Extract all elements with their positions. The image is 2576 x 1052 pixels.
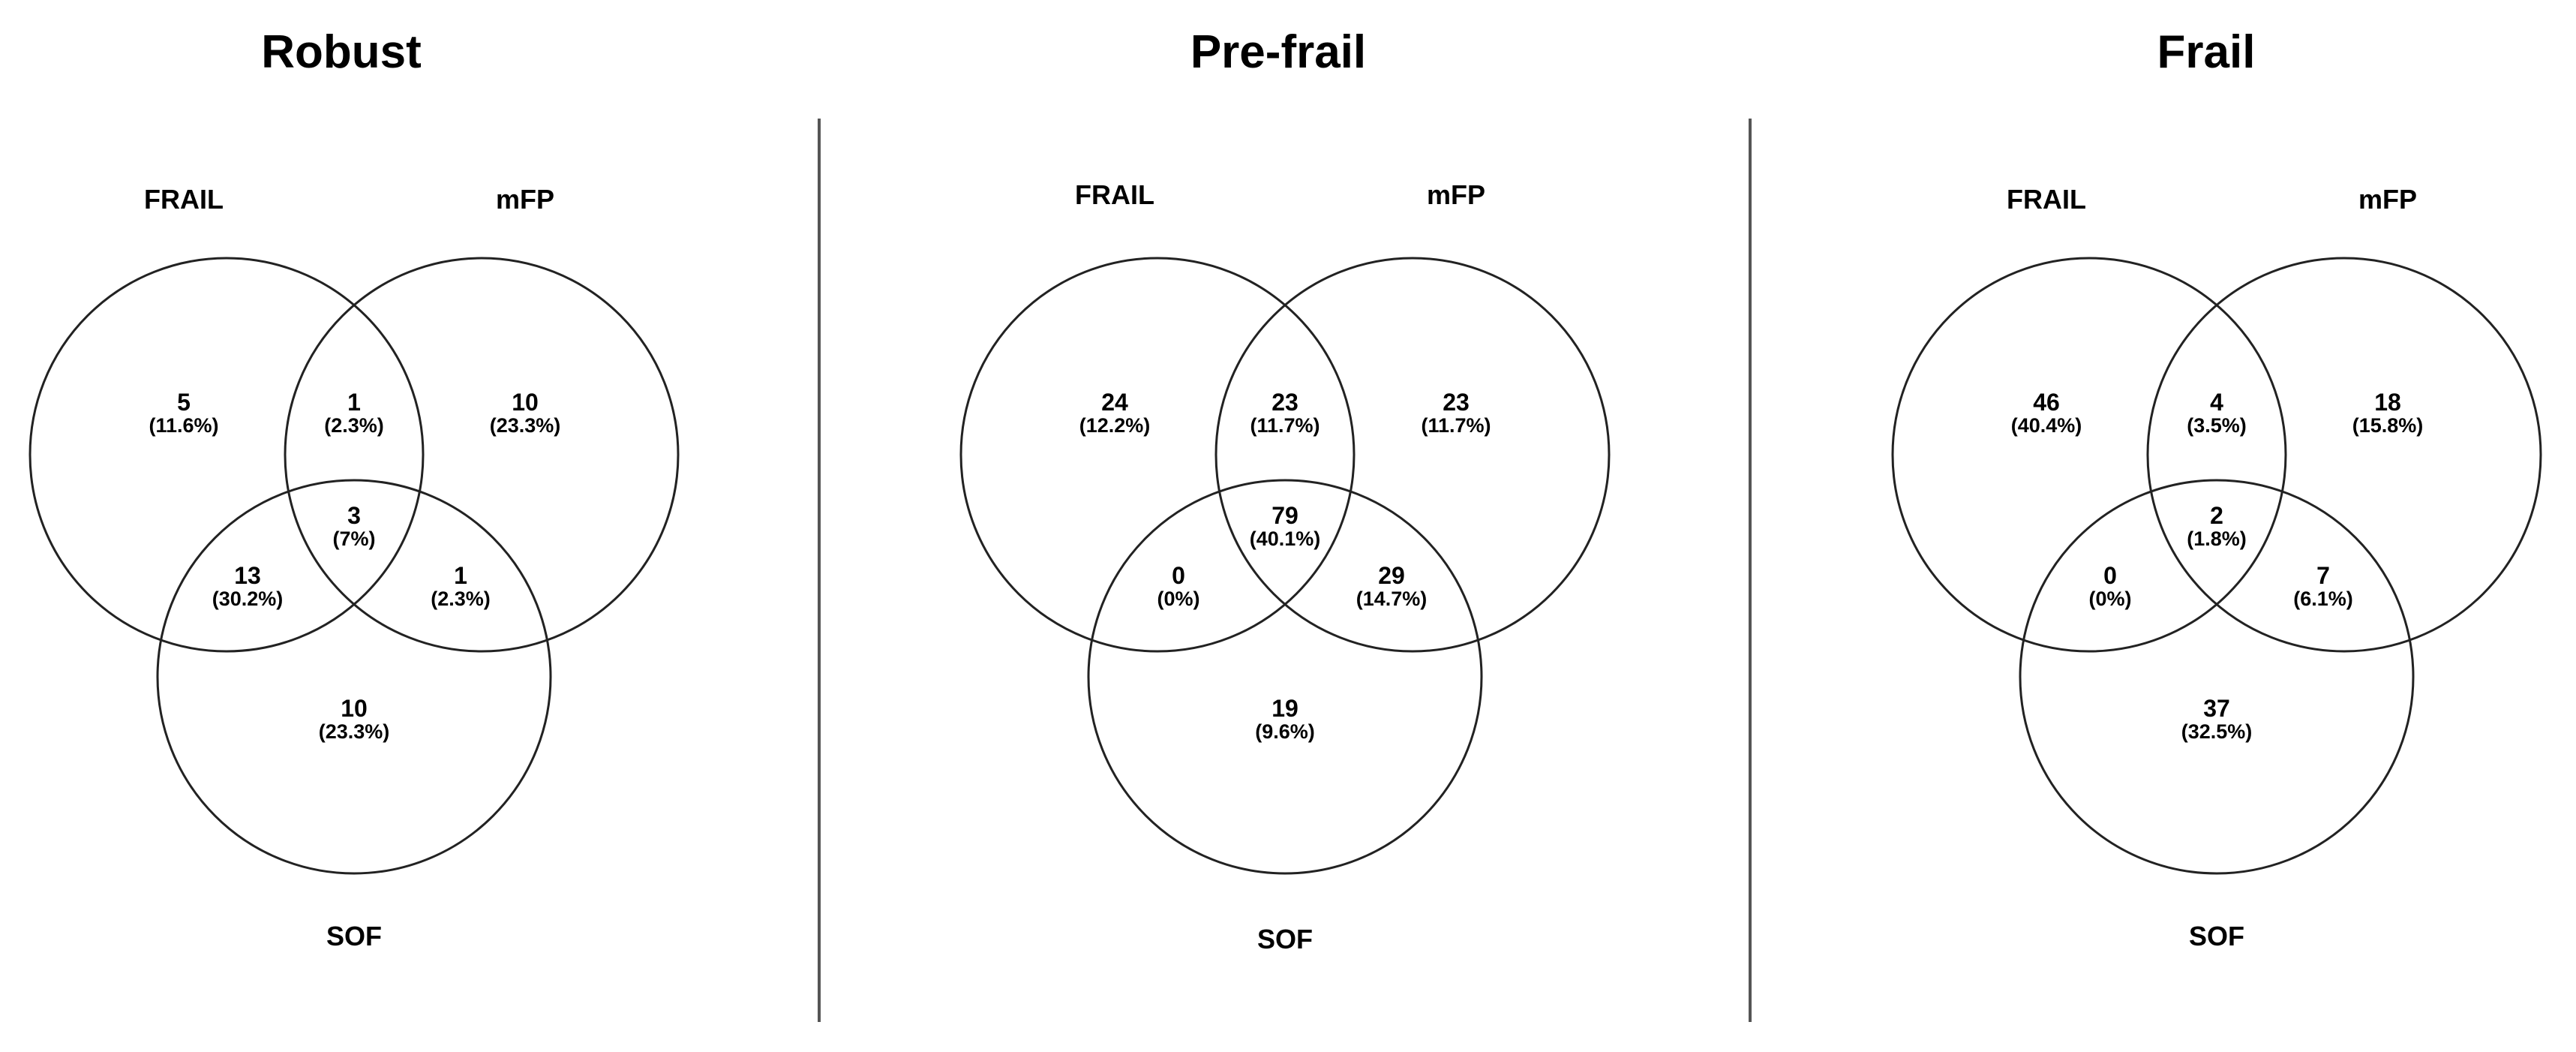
region-mfp-only-percent: (15.8%) (2352, 414, 2424, 437)
region-all-three-percent: (7%) (332, 528, 375, 550)
region-mfp-sof-percent: (14.7%) (1356, 588, 1428, 610)
region-sof-only-percent: (23.3%) (319, 720, 390, 743)
region-mfp-only-count: 10 (512, 389, 539, 416)
region-mfp-sof-count: 7 (2316, 562, 2330, 589)
region-mfp-sof-percent: (6.1%) (2293, 588, 2353, 610)
set-label-sof: SOF (326, 921, 382, 951)
region-all-three-count: 2 (2210, 502, 2223, 529)
venn-panel-pre-frail: Pre-frail FRAIL mFP SOF 24 (12.2%) 23 (1… (959, 26, 1611, 954)
venn-circle-sof (156, 479, 552, 875)
set-label-sof: SOF (1257, 924, 1313, 954)
venn-circle-frail (29, 257, 425, 653)
region-frail-only-percent: (11.6%) (149, 414, 218, 437)
region-frail-sof-count: 13 (234, 562, 261, 589)
region-frail-mfp-percent: (2.3%) (324, 414, 384, 437)
venn-circle-frail (1891, 257, 2287, 653)
region-frail-only-count: 24 (1101, 389, 1128, 416)
region-frail-mfp-count: 4 (2210, 389, 2223, 416)
region-frail-only-count: 5 (177, 389, 191, 416)
region-frail-only-count: 46 (2033, 389, 2060, 416)
region-mfp-only-percent: (23.3%) (490, 414, 561, 437)
region-sof-only-percent: (32.5%) (2181, 720, 2253, 743)
region-frail-sof-count: 0 (1172, 562, 1185, 589)
region-frail-sof-percent: (0%) (2088, 588, 2131, 610)
region-frail-mfp-percent: (3.5%) (2187, 414, 2247, 437)
region-all-three-percent: (40.1%) (1250, 528, 1321, 550)
set-label-mfp: mFP (1427, 179, 1485, 210)
venn-panel-robust: Robust FRAIL mFP SOF 5 (11.6%) 1 (2.3%) … (29, 26, 680, 951)
region-sof-only-percent: (9.6%) (1255, 720, 1315, 743)
venn-circle-frail (959, 257, 1356, 653)
panel-title: Frail (2157, 26, 2256, 78)
region-sof-only-count: 19 (1271, 695, 1299, 722)
set-label-frail: FRAIL (2007, 184, 2086, 215)
region-mfp-sof-count: 1 (454, 562, 467, 589)
region-all-three-count: 79 (1271, 502, 1299, 529)
region-mfp-sof-count: 29 (1378, 562, 1405, 589)
region-frail-only-percent: (12.2%) (1079, 414, 1151, 437)
region-mfp-only-count: 23 (1443, 389, 1470, 416)
region-frail-mfp-count: 1 (347, 389, 361, 416)
venn-circle-sof (2019, 479, 2415, 875)
region-all-three-count: 3 (347, 502, 361, 529)
region-mfp-sof-percent: (2.3%) (431, 588, 491, 610)
region-sof-only-count: 10 (341, 695, 368, 722)
region-frail-sof-percent: (30.2%) (212, 588, 284, 610)
venn-circle-mfp (284, 257, 680, 653)
region-mfp-only-percent: (11.7%) (1421, 414, 1491, 437)
region-frail-sof-percent: (0%) (1157, 588, 1199, 610)
set-label-sof: SOF (2189, 921, 2244, 951)
region-frail-mfp-count: 23 (1271, 389, 1299, 416)
venn-circle-mfp (1214, 257, 1611, 653)
region-sof-only-count: 37 (2203, 695, 2230, 722)
venn-panel-frail: Frail FRAIL mFP SOF 46 (40.4%) 4 (3.5%) … (1891, 26, 2542, 951)
region-frail-only-percent: (40.4%) (2011, 414, 2082, 437)
region-all-three-percent: (1.8%) (2187, 528, 2247, 550)
set-label-frail: FRAIL (1075, 179, 1154, 210)
region-frail-sof-count: 0 (2103, 562, 2117, 589)
venn-circle-mfp (2146, 257, 2542, 653)
set-label-mfp: mFP (2358, 184, 2417, 215)
set-label-mfp: mFP (496, 184, 554, 215)
venn-circle-sof (1087, 479, 1483, 875)
panel-title: Pre-frail (1190, 26, 1366, 78)
set-label-frail: FRAIL (144, 184, 224, 215)
region-mfp-only-count: 18 (2374, 389, 2401, 416)
region-frail-mfp-percent: (11.7%) (1250, 414, 1320, 437)
panel-title: Robust (261, 26, 422, 78)
